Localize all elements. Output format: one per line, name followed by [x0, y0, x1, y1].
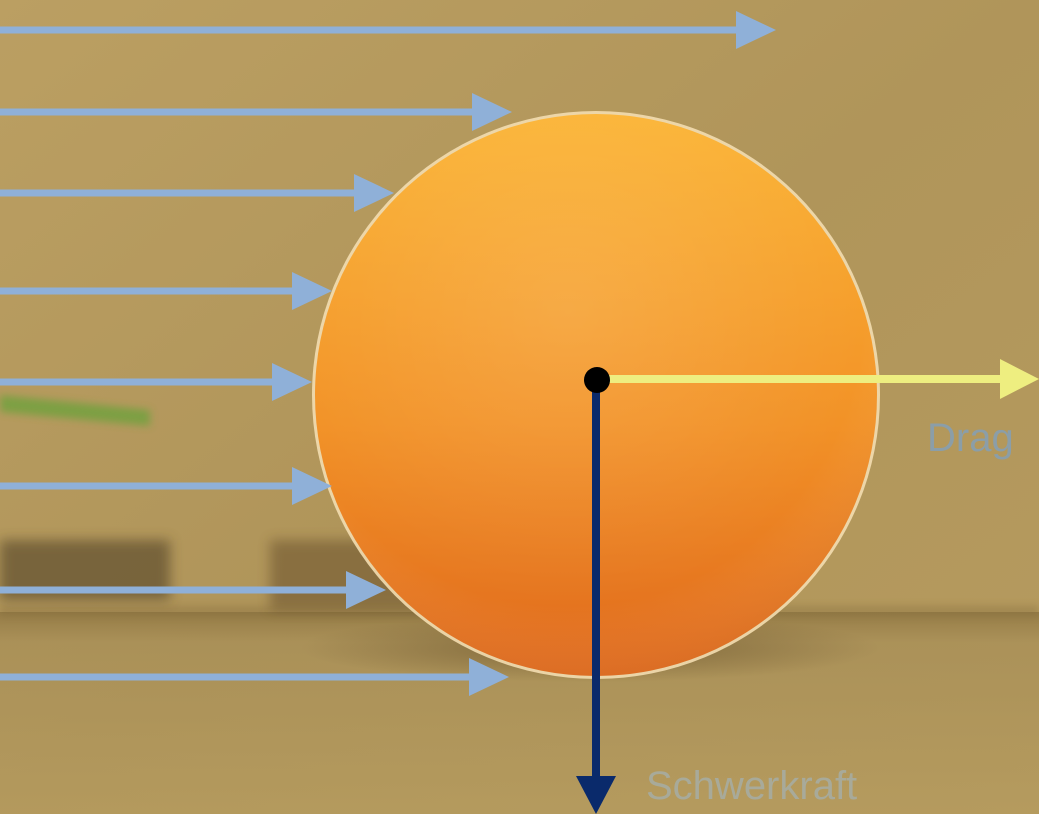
drag-force-label: Drag	[927, 418, 1014, 458]
gravity-force-label: Schwerkraft	[646, 766, 857, 806]
center-of-mass-dot	[584, 367, 610, 393]
